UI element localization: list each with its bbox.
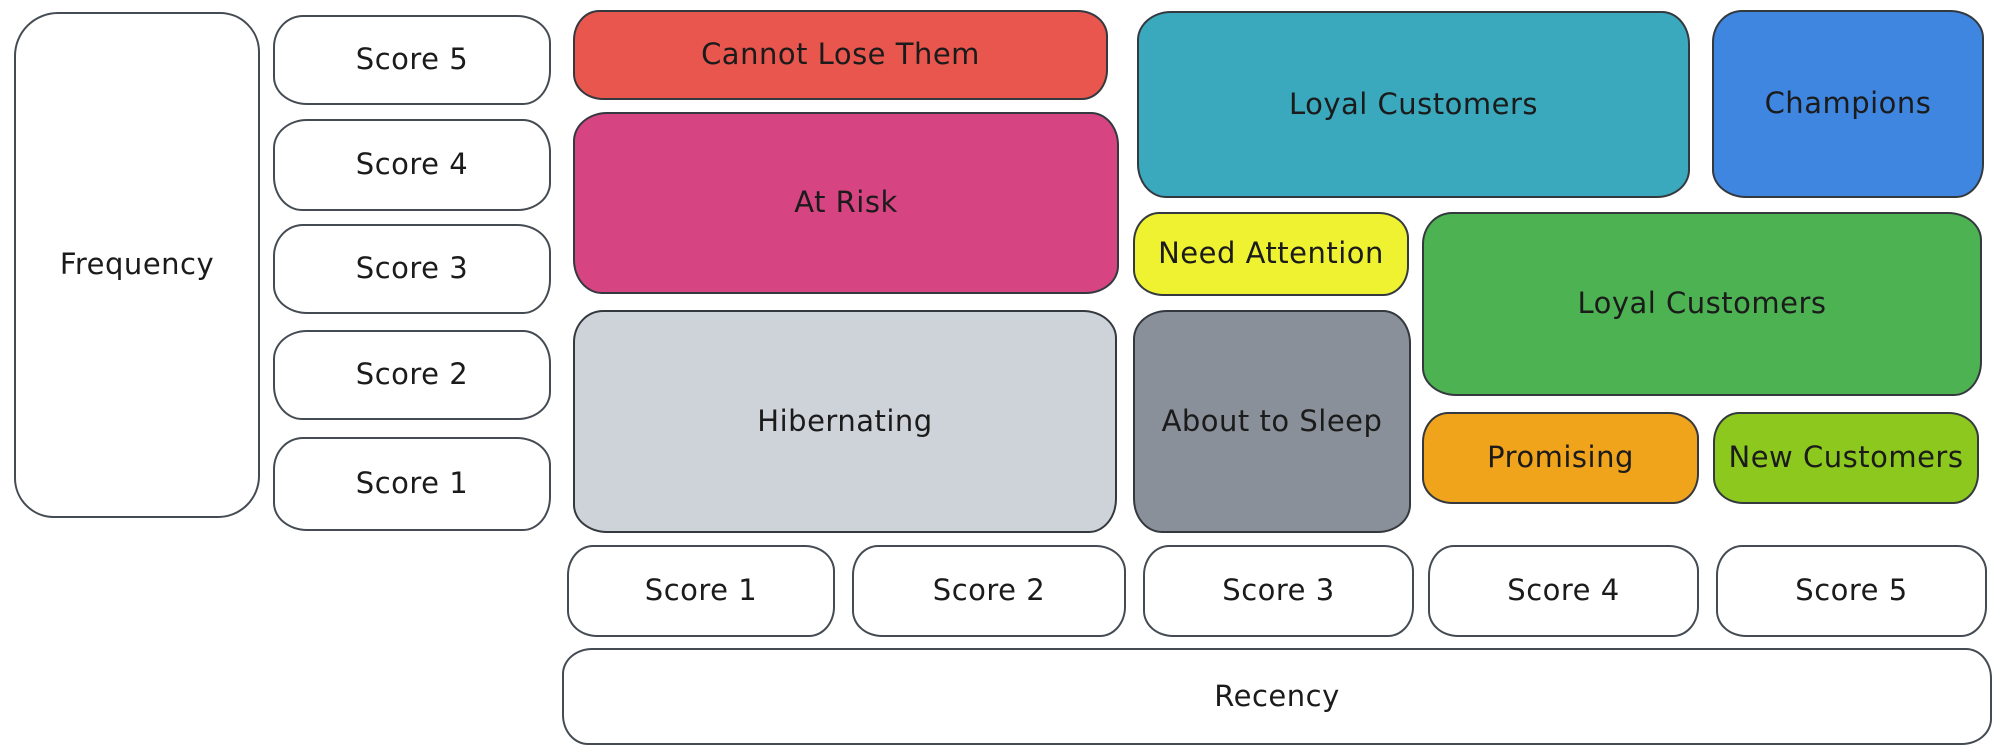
frequency-score-4: Score 4: [273, 119, 551, 211]
recency-score-2: Score 2: [852, 545, 1126, 637]
recency-score-2-label: Score 2: [932, 573, 1046, 608]
segment-at-risk-label: At Risk: [794, 185, 898, 220]
segment-promising: Promising: [1422, 412, 1699, 504]
frequency-score-3-label: Score 3: [355, 251, 469, 286]
segment-about-to-sleep-label: About to Sleep: [1161, 403, 1383, 438]
segment-loyal-customers-green-label: Loyal Customers: [1577, 286, 1827, 321]
frequency-score-5: Score 5: [273, 15, 551, 105]
segment-champions: Champions: [1712, 10, 1984, 198]
segment-need-attention-label: Need Attention: [1158, 236, 1384, 271]
segment-at-risk: At Risk: [573, 112, 1119, 294]
recency-axis-label: Recency: [1214, 678, 1340, 713]
recency-score-1: Score 1: [567, 545, 835, 637]
recency-score-3: Score 3: [1143, 545, 1414, 637]
segment-about-to-sleep: About to Sleep: [1133, 310, 1411, 533]
frequency-score-1-label: Score 1: [355, 466, 469, 501]
recency-score-1-label: Score 1: [644, 573, 758, 608]
recency-score-4: Score 4: [1428, 545, 1699, 637]
recency-score-5-label: Score 5: [1795, 573, 1908, 608]
recency-axis-label-box: Recency: [562, 648, 1992, 745]
segment-loyal-customers-teal-label: Loyal Customers: [1288, 86, 1539, 121]
segment-loyal-customers-green: Loyal Customers: [1422, 212, 1982, 396]
segment-cannot-lose-them: Cannot Lose Them: [573, 10, 1108, 100]
segment-promising-label: Promising: [1487, 440, 1634, 475]
frequency-score-1: Score 1: [273, 437, 551, 531]
frequency-score-4-label: Score 4: [355, 147, 469, 182]
segment-hibernating: Hibernating: [573, 310, 1117, 533]
segment-need-attention: Need Attention: [1133, 212, 1409, 296]
frequency-score-3: Score 3: [273, 224, 551, 314]
frequency-score-2: Score 2: [273, 330, 551, 420]
segment-champions-label: Champions: [1764, 86, 1932, 121]
recency-score-5: Score 5: [1716, 545, 1987, 637]
segment-hibernating-label: Hibernating: [757, 403, 933, 438]
recency-score-4-label: Score 4: [1507, 573, 1620, 608]
segment-new-customers: New Customers: [1713, 412, 1979, 504]
segment-new-customers-label: New Customers: [1728, 440, 1964, 475]
segment-cannot-lose-them-label: Cannot Lose Them: [701, 37, 980, 72]
segment-loyal-customers-teal: Loyal Customers: [1137, 11, 1690, 198]
frequency-score-5-label: Score 5: [355, 42, 469, 77]
frequency-score-2-label: Score 2: [355, 357, 469, 392]
frequency-axis-label-box: Frequency: [14, 12, 260, 518]
frequency-axis-label: Frequency: [59, 247, 215, 282]
recency-score-3-label: Score 3: [1222, 573, 1335, 608]
